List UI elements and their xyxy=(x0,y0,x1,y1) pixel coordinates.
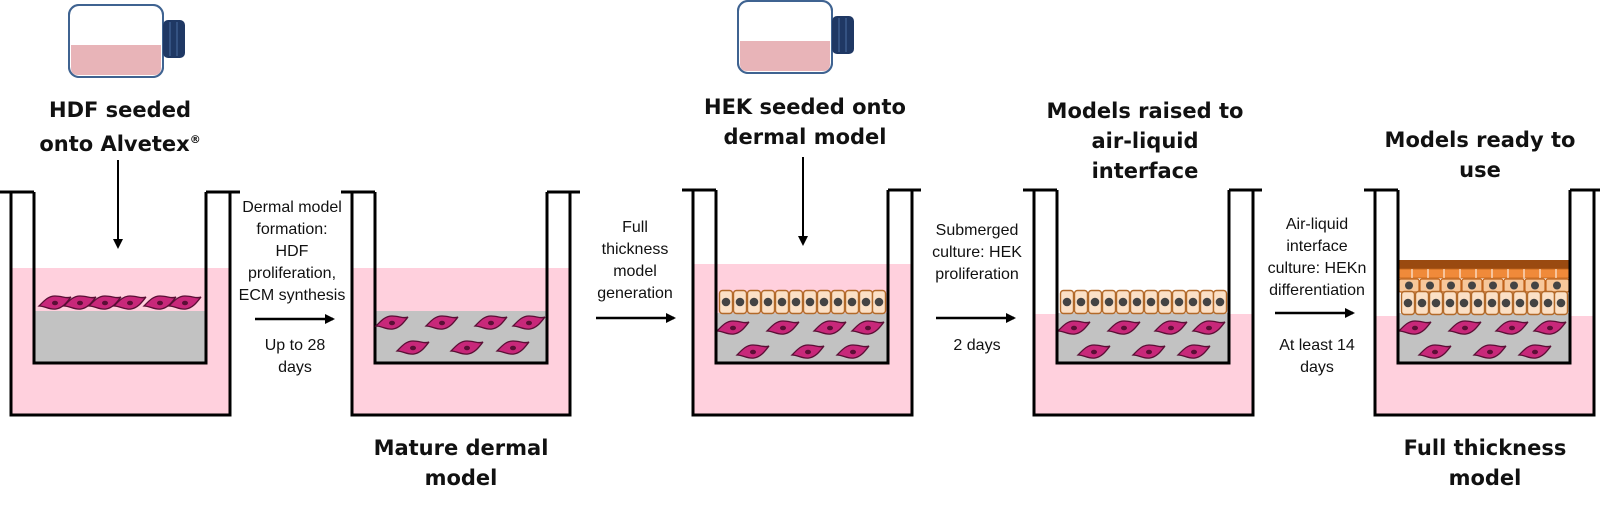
well-2 xyxy=(341,190,580,417)
stage-title-air-liquid: Models raised to air-liquid interface xyxy=(1046,99,1244,183)
well-5 xyxy=(1364,188,1600,417)
well-1 xyxy=(0,190,240,417)
well-4 xyxy=(1023,188,1262,417)
culture-flask-icon xyxy=(737,0,855,74)
keratinocyte-layer xyxy=(1059,289,1228,315)
transition-duration: Up to 28 days xyxy=(264,337,326,376)
stage-title-hdf-seeding: HDF seeded onto Alvetex® xyxy=(39,98,201,156)
keratinocyte-layer xyxy=(718,289,887,315)
transition-description: Submerged culture: HEK proliferation xyxy=(932,222,1022,283)
transition-description: Air-liquid interface culture: HEKn diffe… xyxy=(1267,216,1367,299)
well-3 xyxy=(682,188,921,417)
transition-description: Full thickness model generation xyxy=(597,219,673,302)
stage-title-hek-seeding: HEK seeded onto dermal model xyxy=(704,95,906,149)
stage-title-ready: Models ready to use xyxy=(1384,128,1576,182)
culture-flask-icon xyxy=(68,4,186,78)
transition-duration: 2 days xyxy=(953,337,1001,354)
stage-title-mature-dermal: Mature dermal model xyxy=(373,436,549,490)
stratified-epidermis xyxy=(1397,260,1571,316)
transition-description: Dermal model formation: HDF proliferatio… xyxy=(238,199,346,304)
transition-duration: At least 14 days xyxy=(1279,337,1355,376)
stage-title-full-thickness: Full thickness model xyxy=(1403,436,1567,490)
